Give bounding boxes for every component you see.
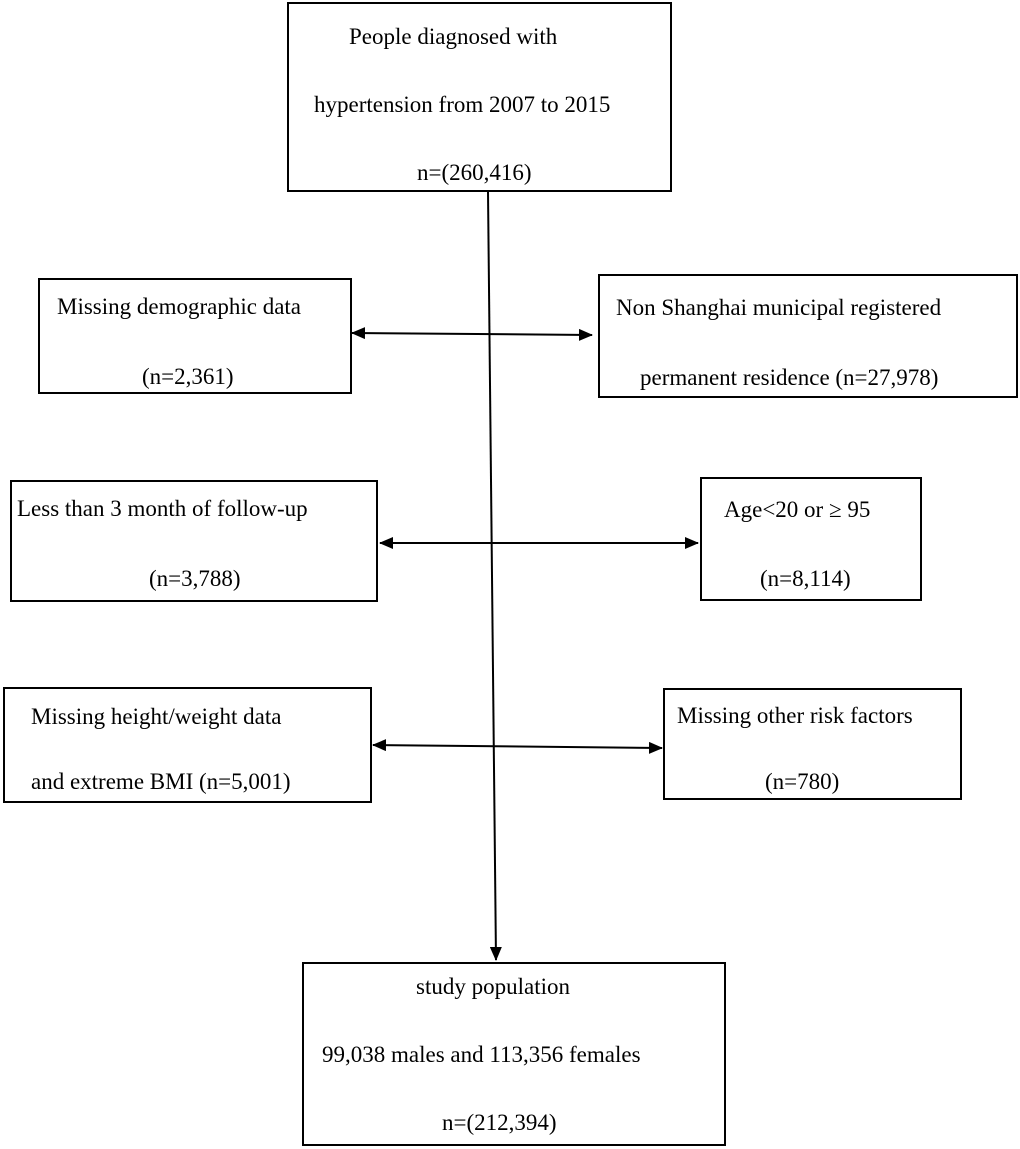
box-study-population: study population 99,038 males and 113,35… bbox=[302, 962, 726, 1146]
box-short-follow-up: Less than 3 month of follow-up (n=3,788) bbox=[10, 480, 378, 602]
box-text-line: and extreme BMI (n=5,001) bbox=[31, 769, 291, 794]
box-missing-risk-factors: Missing other risk factors (n=780) bbox=[663, 688, 962, 800]
box-text-line: (n=8,114) bbox=[760, 566, 851, 591]
box-text-line: Non Shanghai municipal registered bbox=[616, 295, 942, 320]
box-diagnosed-hypertension: People diagnosed with hypertension from … bbox=[287, 2, 672, 192]
box-text-line: Missing demographic data bbox=[57, 294, 302, 319]
exclusion-arrow-row-1 bbox=[351, 327, 593, 341]
box-text-line: Missing height/weight data bbox=[31, 704, 282, 729]
exclusion-arrow-row-3 bbox=[372, 739, 663, 754]
box-missing-demographic: Missing demographic data (n=2,361) bbox=[38, 278, 352, 394]
box-text-line: permanent residence (n=27,978) bbox=[640, 365, 939, 390]
box-missing-height-weight: Missing height/weight data and extreme B… bbox=[3, 687, 372, 803]
box-text-line: 99,038 males and 113,356 females bbox=[322, 1042, 641, 1067]
box-text-line: (n=3,788) bbox=[149, 566, 241, 591]
box-age-exclusion: Age<20 or ≥ 95 (n=8,114) bbox=[700, 477, 922, 601]
box-text-line: Missing other risk factors bbox=[677, 703, 913, 728]
box-text-line: (n=2,361) bbox=[142, 364, 234, 389]
box-text-line: n=(212,394) bbox=[442, 1110, 557, 1135]
box-text-line: study population bbox=[416, 974, 570, 999]
box-text-line: People diagnosed with bbox=[349, 24, 558, 49]
main-flow-arrow bbox=[487, 191, 502, 961]
box-text-line: (n=780) bbox=[765, 769, 840, 794]
box-text-line: Age<20 or ≥ 95 bbox=[724, 497, 871, 522]
box-text-line: n=(260,416) bbox=[417, 160, 532, 185]
box-text-line: Less than 3 month of follow-up bbox=[17, 496, 308, 521]
box-text-line: hypertension from 2007 to 2015 bbox=[314, 92, 611, 117]
box-non-shanghai-residence: Non Shanghai municipal registered perman… bbox=[598, 274, 1018, 398]
